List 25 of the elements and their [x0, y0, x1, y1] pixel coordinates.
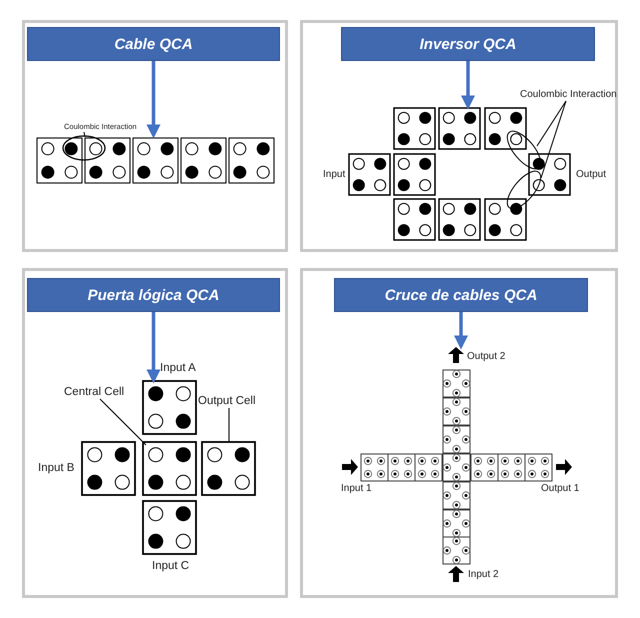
- title-banner: Puerta lógica QCA: [27, 278, 280, 312]
- io-label: Input: [323, 169, 346, 180]
- io-label: Input C: [152, 560, 190, 573]
- io-label: Input 2: [468, 569, 499, 580]
- title-banner: Cruce de cables QCA: [334, 278, 588, 312]
- io-label: Output 2: [467, 351, 506, 362]
- leader-line: [540, 100, 566, 178]
- arrow: [454, 312, 468, 350]
- annotation-text: Output Cell: [198, 395, 256, 408]
- io-label: Input B: [38, 462, 74, 475]
- title-banner: Cable QCA: [27, 27, 280, 61]
- leader-line: [100, 398, 146, 446]
- io-label: Output 1: [541, 483, 580, 494]
- title-banner: Inversor QCA: [341, 27, 595, 61]
- annotation-text: Coulombic Interaction: [520, 89, 617, 101]
- annotation-text: Central Cell: [64, 386, 124, 399]
- io-label: Output: [576, 169, 606, 180]
- arrow: [146, 61, 160, 138]
- arrow: [461, 61, 475, 110]
- leader-line: [536, 100, 566, 146]
- arrow: [146, 312, 160, 384]
- io-label: Input A: [160, 362, 196, 375]
- leader-line: [84, 132, 86, 138]
- io-label: Input 1: [341, 483, 372, 494]
- leader-line: [228, 408, 230, 442]
